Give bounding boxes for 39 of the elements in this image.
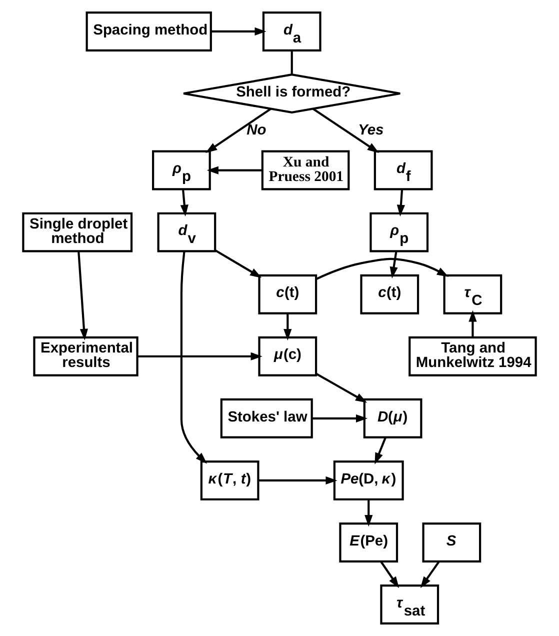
edge-label: Yes (358, 122, 384, 139)
node-box: Spacing method (86, 12, 212, 52)
arrow (206, 108, 272, 153)
arrow (78, 251, 88, 340)
arrow (396, 189, 405, 216)
arrow (316, 258, 449, 280)
node-box: E(Pe) (339, 522, 398, 562)
node-box: Tang and Munkelwitz 1994 (408, 336, 537, 376)
node-box: κ(T, t) (200, 460, 260, 500)
node-box: c(t) (360, 274, 420, 314)
arrow (364, 499, 373, 527)
arrow (214, 249, 262, 278)
node-box: D(μ) (363, 398, 422, 438)
arrow (206, 166, 262, 174)
node-box: Pe(D, κ) (333, 460, 404, 500)
arrow (312, 414, 368, 422)
arrow (390, 251, 398, 278)
arrow (374, 437, 387, 464)
node-box: Stokes' law (220, 398, 313, 438)
edge-label: No (246, 122, 266, 139)
arrow (137, 352, 262, 360)
node-box: c(t) (258, 274, 318, 314)
arrow (380, 560, 400, 588)
node-box: Experimental results (33, 336, 138, 376)
node-box: S (422, 522, 482, 562)
arrow (258, 476, 338, 484)
arrow (468, 310, 477, 338)
node-box: Single droplet method (22, 212, 133, 252)
arrow (420, 560, 440, 588)
arrow (180, 189, 188, 216)
arrow (180, 251, 208, 464)
arrow (284, 313, 292, 341)
node-box: Xu and Pruess 2001 (261, 150, 350, 190)
arrow (316, 372, 368, 403)
arrow (312, 108, 379, 153)
node-box: μ(c) (258, 336, 318, 376)
connector (290, 50, 293, 74)
node-diamond: Shell is formed? (182, 74, 402, 114)
arrow (211, 27, 266, 36)
